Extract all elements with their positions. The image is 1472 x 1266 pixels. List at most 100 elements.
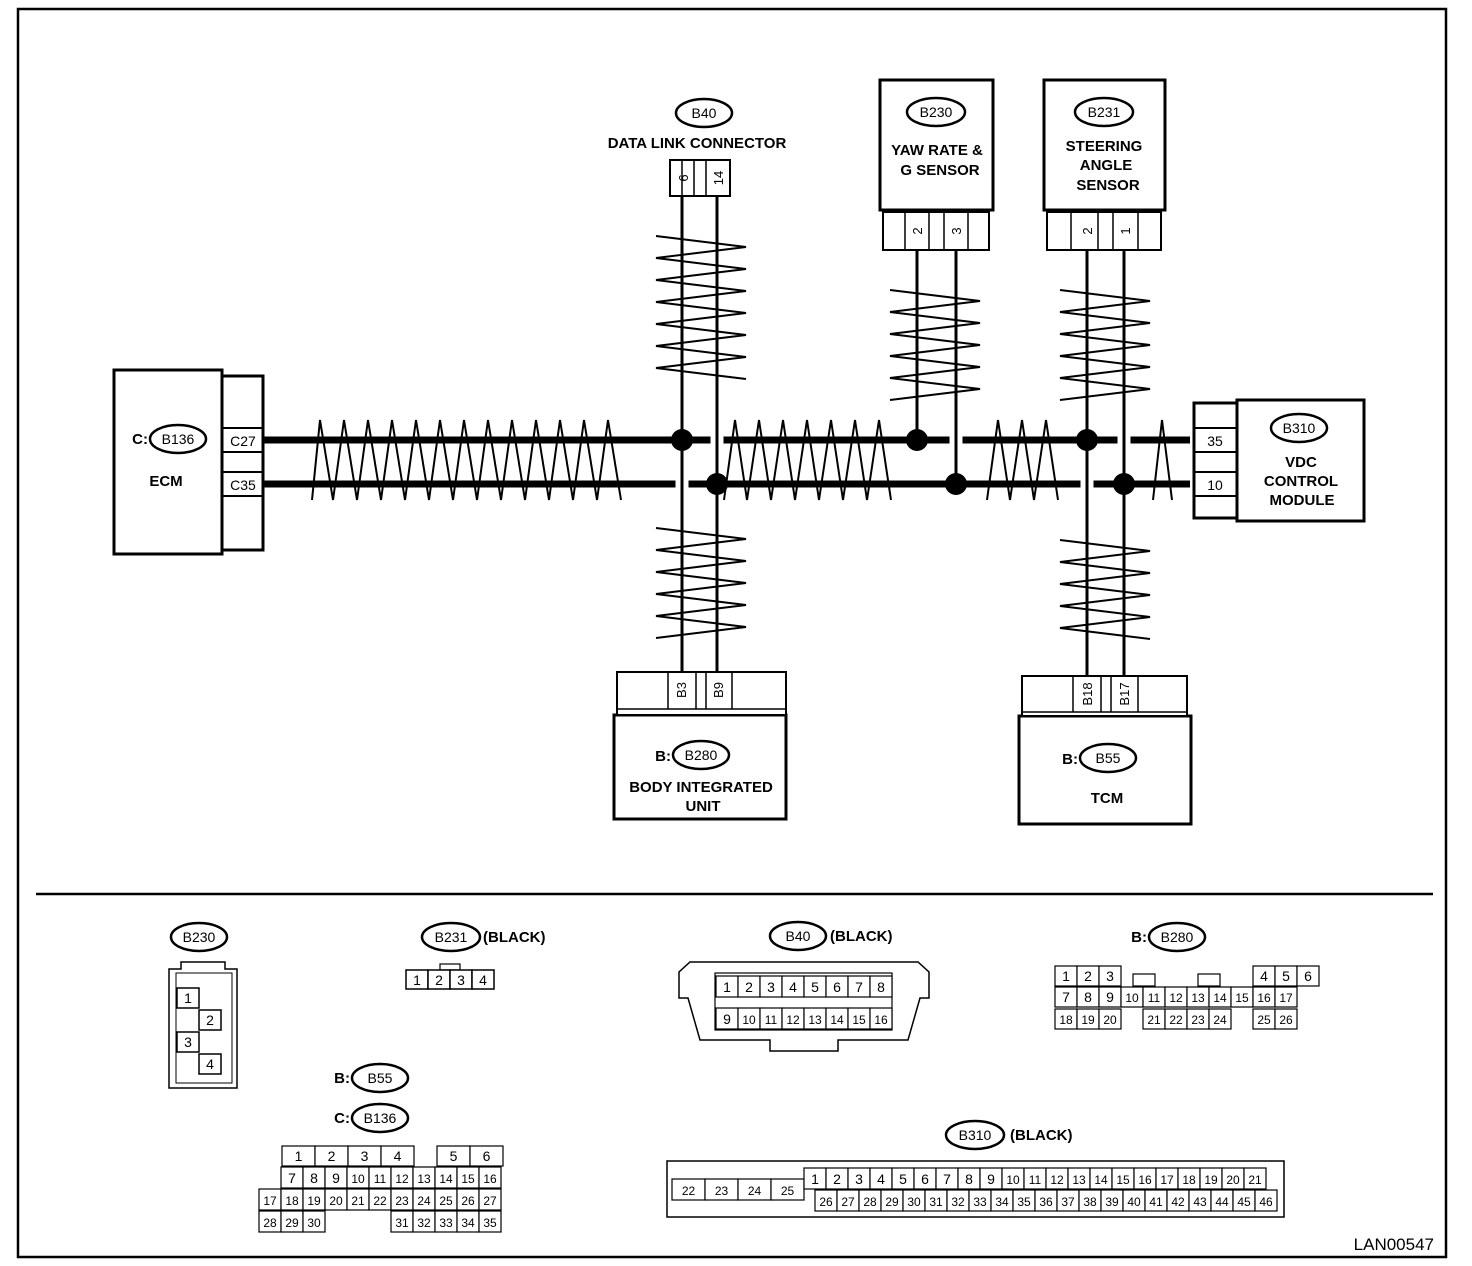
b310-pin-label: 16 xyxy=(1138,1173,1152,1187)
b136-id: B136 xyxy=(364,1110,397,1126)
b310-pin-label: 22 xyxy=(682,1184,696,1198)
b136-cell xyxy=(478,1166,502,1189)
b280-cell xyxy=(1208,1008,1232,1030)
b40-pin-label: 10 xyxy=(742,1013,756,1027)
b136-pin-label: 32 xyxy=(417,1216,431,1230)
dlc-name: DATA LINK CONNECTOR xyxy=(608,135,787,152)
b310-color: (BLACK) xyxy=(1010,1127,1072,1144)
b136-pin-label: 29 xyxy=(285,1216,299,1230)
b280-pin-label: 17 xyxy=(1279,991,1293,1005)
dlc-conn-id: B40 xyxy=(692,105,717,121)
b40-id: B40 xyxy=(786,928,811,944)
twisted-pair-marker xyxy=(655,527,747,639)
splice-dot xyxy=(945,473,967,495)
b280-pin-label: 4 xyxy=(1260,968,1268,984)
biu-pin-b9: B9 xyxy=(711,682,726,698)
b136-cell xyxy=(478,1210,502,1233)
b310-pin-label: 45 xyxy=(1237,1195,1251,1209)
vdc-pin-35: 35 xyxy=(1207,433,1223,449)
b136-cell xyxy=(478,1188,502,1211)
b280-pin-label: 12 xyxy=(1169,991,1183,1005)
b310-pin-label: 39 xyxy=(1105,1195,1119,1209)
biu-conn-id: B280 xyxy=(685,747,718,763)
steer-conn-id: B231 xyxy=(1088,104,1121,120)
b136-pin-label: 14 xyxy=(439,1172,453,1186)
b310-id: B310 xyxy=(959,1127,992,1143)
b136-pin-label: 22 xyxy=(373,1194,387,1208)
b231-pin: 3 xyxy=(457,972,465,988)
b310-pin-label: 43 xyxy=(1193,1195,1207,1209)
b40-pin-label: 13 xyxy=(808,1013,822,1027)
b280-pin-label: 16 xyxy=(1257,991,1271,1005)
twisted-pair-marker xyxy=(986,419,1059,501)
b136-pin-label: 3 xyxy=(361,1148,369,1164)
b280-pin-label: 11 xyxy=(1148,991,1161,1005)
twisted-pair-marker xyxy=(1059,539,1151,640)
b136-pin-label: 7 xyxy=(288,1170,296,1186)
b136-pin-label: 15 xyxy=(461,1172,475,1186)
b280-pin-label: 21 xyxy=(1147,1013,1161,1027)
b310-pin-label: 46 xyxy=(1259,1195,1273,1209)
b280-pin-label: 18 xyxy=(1059,1013,1073,1027)
data-link-connector: B40 DATA LINK CONNECTOR 6 14 xyxy=(608,97,787,197)
steering-sensor-wires xyxy=(1085,250,1126,676)
splice-dot xyxy=(906,429,928,451)
b231-color: (BLACK) xyxy=(483,929,545,946)
b310-pin-label: 41 xyxy=(1149,1195,1163,1209)
yaw-pin-3: 3 xyxy=(949,227,964,234)
b310-pin-label: 7 xyxy=(943,1171,951,1187)
yaw-rate-sensor-unit: B230 YAW RATE & G SENSOR 2 3 xyxy=(878,78,995,251)
b230-pin: 1 xyxy=(184,990,192,1006)
b136-pin-label: 8 xyxy=(310,1170,318,1186)
b310-pin-label: 30 xyxy=(907,1195,921,1209)
ecm-conn-prefix: C: xyxy=(132,431,148,448)
b310-pin-label: 2 xyxy=(833,1171,841,1187)
b310-pin-label: 18 xyxy=(1182,1173,1196,1187)
tcm-name: TCM xyxy=(1091,790,1124,807)
vdc-name-line2: CONTROL xyxy=(1264,473,1338,490)
biu-pin-b3: B3 xyxy=(674,682,689,698)
biu-name-line1: BODY INTEGRATED xyxy=(629,779,773,796)
diagram-frame xyxy=(16,7,1448,1259)
b40-pin-label: 14 xyxy=(830,1013,844,1027)
connector-b231-face: B231 (BLACK) 1 2 3 4 xyxy=(405,921,545,990)
body-integrated-unit: B3 B9 B: B280 BODY INTEGRATED UNIT xyxy=(612,671,788,821)
b230-pin: 4 xyxy=(206,1056,214,1072)
b280-cell xyxy=(1098,1008,1122,1030)
b310-pin-label: 36 xyxy=(1039,1195,1053,1209)
yaw-pin-2: 2 xyxy=(910,227,925,234)
b310-pin-label: 27 xyxy=(841,1195,855,1209)
b280-pin-label: 6 xyxy=(1304,968,1312,984)
b40-pin-label: 7 xyxy=(855,979,863,995)
b310-pin-label: 35 xyxy=(1017,1195,1031,1209)
ecm-pin-c35: C35 xyxy=(230,477,256,493)
b40-pin-label: 16 xyxy=(874,1013,888,1027)
steer-name-line1: STEERING xyxy=(1066,138,1143,155)
b310-pin-label: 26 xyxy=(819,1195,833,1209)
b136-pin-label: 9 xyxy=(332,1170,340,1186)
b136-prefix: C: xyxy=(334,1110,350,1127)
b40-pin-label: 4 xyxy=(789,979,797,995)
b40-pin-label: 1 xyxy=(723,979,731,995)
b231-id: B231 xyxy=(435,929,468,945)
b136-pin-label: 16 xyxy=(483,1172,497,1186)
yaw-sensor-wires xyxy=(915,250,958,484)
b280-cell xyxy=(1296,965,1320,987)
twisted-pair-marker xyxy=(1059,289,1151,401)
b40-cell xyxy=(869,975,893,998)
b230-pin: 3 xyxy=(184,1034,192,1050)
vdc-pin-10: 10 xyxy=(1207,477,1223,493)
b280-pin-label: 22 xyxy=(1169,1013,1183,1027)
b230-pin: 2 xyxy=(206,1012,214,1028)
b280-pin-label: 26 xyxy=(1279,1013,1293,1027)
tcm-conn-prefix: B: xyxy=(1062,751,1078,768)
yaw-conn-id: B230 xyxy=(920,104,953,120)
b310-pin-label: 44 xyxy=(1215,1195,1229,1209)
b280-pin-label: 2 xyxy=(1084,968,1092,984)
b280-pin-label: 13 xyxy=(1191,991,1205,1005)
twisted-pair-marker xyxy=(1152,419,1173,501)
b280-pin-label: 3 xyxy=(1106,968,1114,984)
b310-pin-label: 23 xyxy=(715,1184,729,1198)
